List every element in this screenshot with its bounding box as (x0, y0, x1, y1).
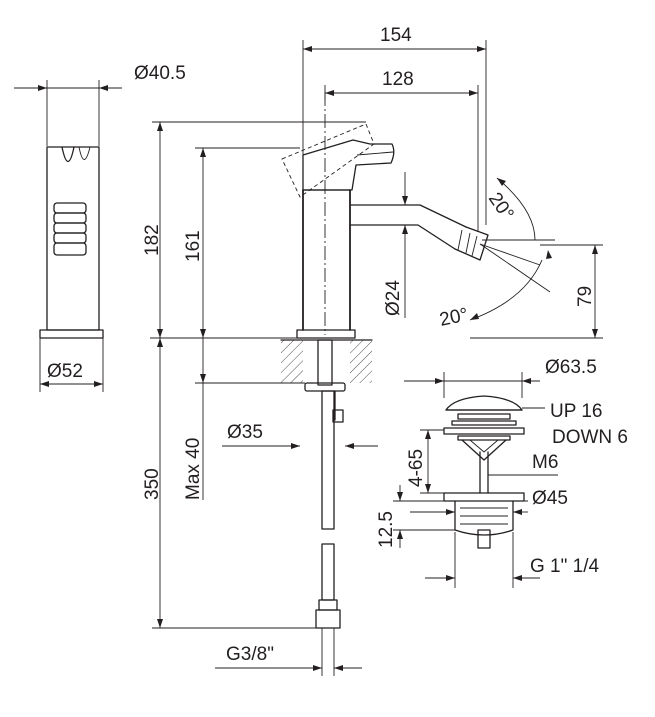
waste-dimensions (393, 372, 558, 588)
total-height-label: 182 (142, 224, 163, 256)
waste-body-diameter-label: Ø45 (532, 488, 568, 509)
rod-thread-label: M6 (532, 452, 558, 473)
waste-down-label: DOWN 6 (552, 427, 628, 448)
max-deck-label: Max 40 (183, 438, 204, 500)
spout-reach-label: 128 (382, 69, 414, 90)
hose-connection-label: G3/8" (226, 644, 274, 665)
swivel-angle-top-label: 20° (484, 189, 518, 225)
waste-thread-label: G 1" 1/4 (530, 556, 599, 577)
side-view (14, 80, 122, 392)
aerator-end-view (53, 202, 87, 256)
waste-up-label: UP 16 (550, 401, 602, 422)
hole-diameter-label: Ø35 (227, 422, 263, 443)
waste-assembly (443, 395, 525, 549)
waste-flange-height-label: 12.5 (376, 511, 397, 548)
swivel-angle-arcs (469, 177, 603, 339)
hose-length-label: 350 (142, 468, 163, 500)
base-diameter-label: Ø52 (47, 361, 83, 382)
aerator-diameter-label: Ø40.5 (134, 63, 186, 84)
swivel-angle-bottom-label: 20° (438, 304, 470, 331)
faucet-front-view (280, 92, 489, 676)
waste-cap-diameter-label: Ø63.5 (545, 357, 597, 378)
reach-dimensions (302, 40, 487, 232)
waste-range-label: 4-65 (406, 449, 427, 487)
spout-diameter-label: Ø24 (383, 280, 404, 316)
height-dimensions (150, 121, 366, 629)
hose-connection-dimension (215, 665, 362, 671)
outlet-height-label: 79 (575, 286, 596, 307)
hole-dimension (222, 443, 378, 449)
spout-height-label: 161 (183, 230, 204, 262)
overall-reach-label: 154 (380, 25, 412, 46)
spout-diameter-dimension (402, 172, 408, 318)
